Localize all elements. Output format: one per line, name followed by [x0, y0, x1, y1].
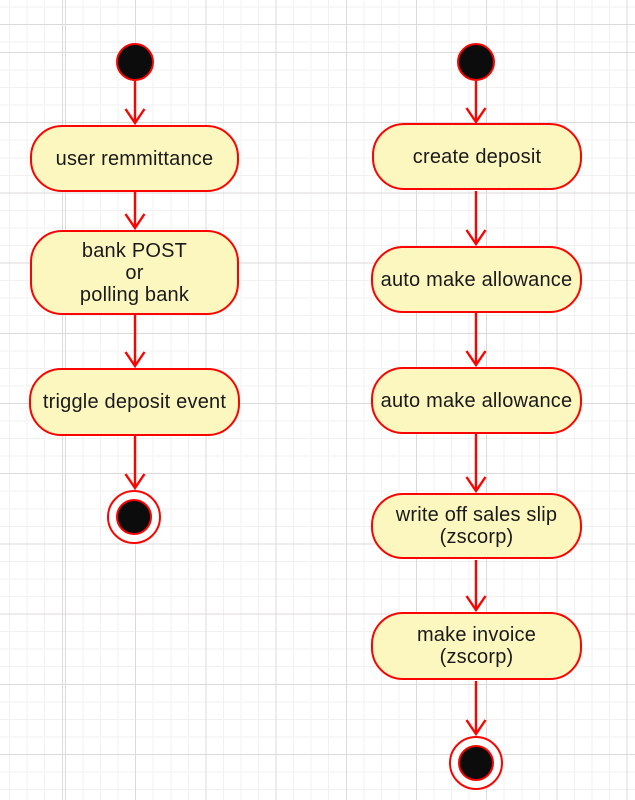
- activity-node[interactable]: auto make allowance: [371, 367, 582, 434]
- flow-arrow[interactable]: [122, 436, 148, 491]
- final-node[interactable]: [107, 490, 161, 544]
- flow-arrow[interactable]: [463, 560, 489, 613]
- activity-node[interactable]: triggle deposit event: [29, 368, 240, 436]
- flow-arrow[interactable]: [463, 81, 489, 125]
- initial-node[interactable]: [457, 43, 495, 81]
- activity-label: write off sales slip (zscorp): [395, 504, 558, 548]
- arrow-head-icon: [124, 351, 146, 369]
- activity-label: triggle deposit event: [42, 391, 227, 413]
- final-node-core: [458, 745, 494, 781]
- arrow-head-icon: [124, 108, 146, 126]
- arrow-head-icon: [465, 350, 487, 368]
- arrow-head-icon: [465, 595, 487, 613]
- arrow-head-icon: [465, 476, 487, 494]
- flow-arrow[interactable]: [463, 313, 489, 368]
- initial-node[interactable]: [116, 43, 154, 81]
- final-node[interactable]: [449, 736, 503, 790]
- activity-node[interactable]: make invoice (zscorp): [371, 612, 582, 680]
- flow-arrow[interactable]: [463, 191, 489, 247]
- flow-arrow[interactable]: [463, 434, 489, 494]
- activity-label: create deposit: [412, 145, 542, 168]
- arrow-head-icon: [124, 473, 146, 491]
- arrow-head-icon: [465, 719, 487, 737]
- activity-label: auto make allowance: [380, 389, 573, 412]
- activity-label: bank POST or polling bank: [79, 239, 190, 306]
- activity-node[interactable]: create deposit: [372, 123, 582, 190]
- activity-node[interactable]: auto make allowance: [371, 246, 582, 313]
- activity-label: make invoice (zscorp): [416, 624, 537, 668]
- final-node-core: [116, 499, 152, 535]
- activity-label: auto make allowance: [380, 268, 573, 291]
- arrow-head-icon: [124, 213, 146, 231]
- arrow-head-icon: [465, 229, 487, 247]
- flow-arrow[interactable]: [463, 681, 489, 737]
- flow-arrow[interactable]: [122, 192, 148, 231]
- activity-node[interactable]: bank POST or polling bank: [30, 230, 239, 315]
- arrow-head-icon: [465, 107, 487, 125]
- activity-node[interactable]: write off sales slip (zscorp): [371, 493, 582, 559]
- activity-label: user remmittance: [55, 147, 214, 170]
- flow-arrow[interactable]: [122, 81, 148, 126]
- flow-arrow[interactable]: [122, 315, 148, 369]
- activity-node[interactable]: user remmittance: [30, 125, 239, 192]
